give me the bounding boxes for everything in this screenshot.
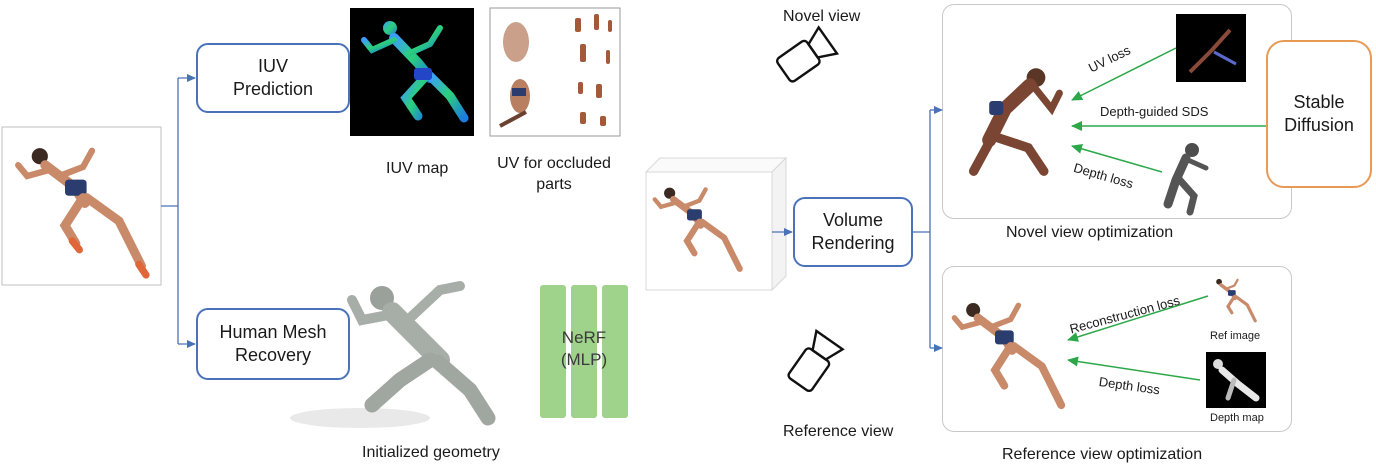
initialized-geometry-mesh [290, 281, 496, 428]
reference-view-caption: Reference view [783, 423, 894, 440]
rendering-branch-connector [913, 106, 943, 352]
human-mesh-recovery-box: Human Mesh Recovery [196, 308, 350, 380]
uv-occluded-caption: UV for occluded parts [497, 155, 611, 193]
stable-diffusion-label: Stable Diffusion [1284, 92, 1354, 135]
uv-occluded-image [489, 7, 621, 137]
depth-loss-novel-arrow [1071, 143, 1163, 173]
uv-loss-arrow [1071, 47, 1177, 101]
reconstruction-loss-arrow [1067, 295, 1209, 342]
depth-map-caption: Depth map [1210, 412, 1264, 424]
runner-figure-input [15, 147, 150, 279]
depth-thumbnail-novel [1163, 143, 1209, 216]
depth-loss-ref-arrow [1067, 356, 1201, 381]
nerf-bars [540, 285, 628, 418]
input-image [1, 126, 162, 286]
human-mesh-recovery-label: Human Mesh Recovery [219, 322, 327, 365]
novel-view-camera-icon [775, 25, 840, 83]
nerf-label: NeRF (MLP) [560, 328, 608, 369]
novel-view-render [968, 68, 1063, 176]
novel-view-caption: Novel view [783, 8, 861, 25]
volume-rendering-label: Volume Rendering [811, 210, 895, 253]
iuv-map-image [350, 8, 474, 136]
stable-diffusion-box: Stable Diffusion [1266, 40, 1372, 188]
iuv-prediction-box: IUV Prediction [196, 43, 350, 113]
ref-image-thumbnail [1216, 278, 1257, 323]
novel-view-optimization-caption: Novel view optimization [1006, 224, 1174, 241]
initialized-geometry-caption: Initialized geometry [362, 444, 500, 461]
uv-thumbnail [1176, 14, 1246, 82]
reference-view-camera-icon [787, 328, 845, 393]
depth-map-thumbnail [1206, 352, 1266, 408]
reference-view-render [951, 302, 1066, 410]
loss-arrows [1067, 47, 1266, 381]
iuv-prediction-label: IUV Prediction [232, 56, 314, 99]
rendered-volume-cube [644, 156, 788, 292]
volume-rendering-box: Volume Rendering [793, 197, 913, 267]
reference-view-optimization-caption: Reference view optimization [1002, 446, 1203, 463]
depth-guided-sds-label: Depth-guided SDS [1100, 104, 1209, 119]
runner-figure-cube [652, 187, 743, 272]
input-branch-connector [161, 74, 196, 348]
ref-image-caption: Ref image [1210, 330, 1261, 342]
iuv-map-caption: IUV map [386, 160, 449, 177]
